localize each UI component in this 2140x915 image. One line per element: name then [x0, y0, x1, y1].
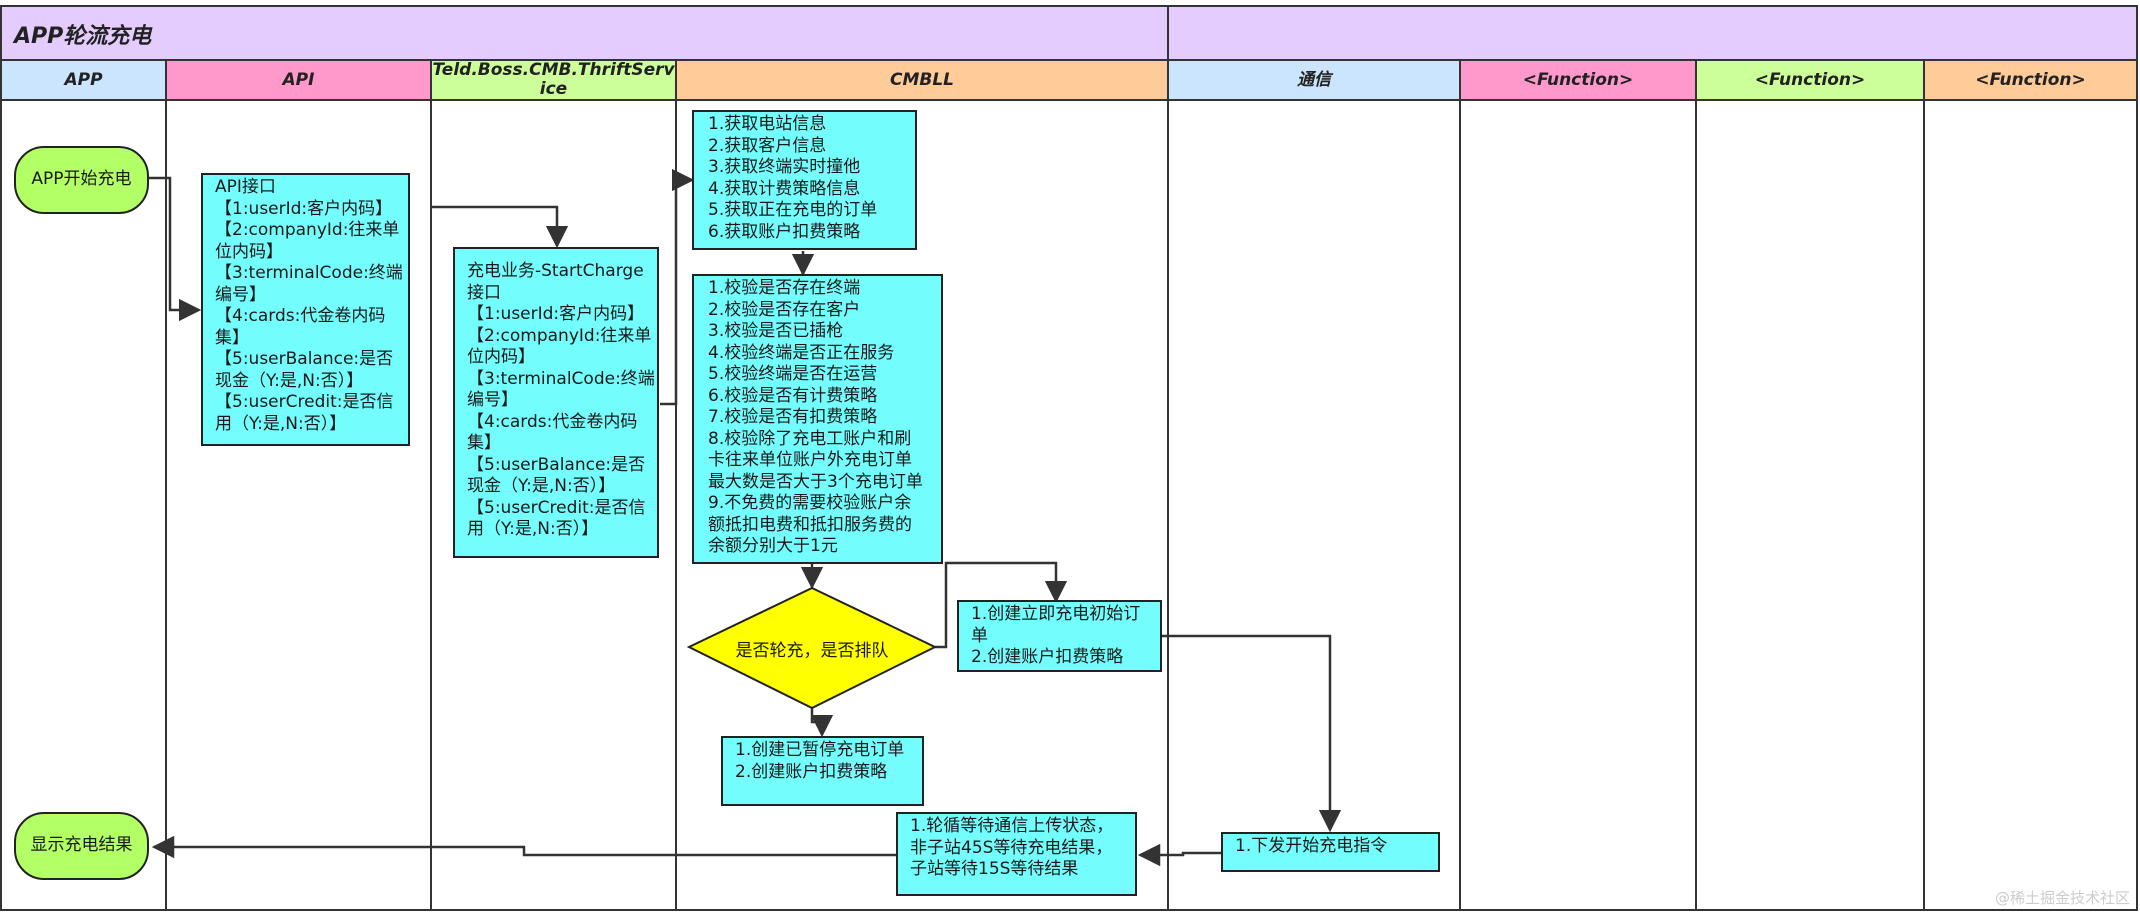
diagram-title: APP轮流充电	[14, 24, 152, 49]
lane-label-api: API	[282, 69, 315, 90]
title-bar-right	[1167, 5, 2138, 61]
box-line: 编号】	[215, 284, 266, 305]
box-line: 集】	[467, 433, 501, 453]
api-interface-box: API接口【1:userId:客户内码】【2:companyId:往来单位内码】…	[201, 173, 410, 446]
lane-label-thrift: Teld.Boss.CMB.ThriftServ ice	[432, 60, 675, 99]
edge-send-to-poll	[1137, 843, 1221, 867]
lane-label-cmbll: CMBLL	[889, 69, 954, 90]
box-line: 【3:terminalCode:终端	[215, 263, 403, 283]
edge-create-now-to-send	[1162, 634, 1342, 833]
connectors	[148, 168, 1342, 867]
box-line: 1.创建已暂停充电订单	[735, 740, 905, 760]
watermark: @稀土掘金技术社区	[1994, 889, 2130, 907]
lane-body-func2	[1695, 99, 1925, 911]
lane-header-func3	[1923, 59, 2138, 101]
box-line: 5.获取正在充电的订单	[708, 200, 878, 220]
box-line: API接口	[215, 177, 276, 197]
edge-poll-to-result	[151, 835, 896, 859]
box-line: 4.校验终端是否正在服务	[708, 342, 895, 363]
lane-headers	[0, 59, 2138, 101]
box-line: 1.创建立即充电初始订	[971, 604, 1141, 624]
box-line: 【1:userId:客户内码】	[215, 198, 393, 219]
box-line: 【5:userCredit:是否信	[215, 392, 394, 412]
box-line: 【5:userCredit:是否信	[467, 497, 646, 518]
box-line: 【2:companyId:往来单	[215, 220, 400, 240]
lane-header-func1	[1459, 59, 1697, 101]
box-line: 9.不免费的需要校验账户余	[708, 493, 912, 513]
box-line: 充电业务-StartCharge	[467, 261, 644, 281]
lane-body-comm	[1167, 99, 1461, 911]
box-line: 【4:cards:代金卷内码	[215, 306, 386, 326]
box-line: 2.获取客户信息	[708, 135, 827, 156]
lane-body-func1	[1459, 99, 1697, 911]
box-line: 用（Y:是,N:否）】	[215, 413, 347, 434]
box-line: 【5:userBalance:是否	[215, 349, 394, 369]
lane-header-api	[165, 59, 432, 101]
box-line: 位内码】	[467, 347, 535, 367]
edge-api-to-thrift	[432, 205, 569, 249]
box-line: 2.校验是否存在客户	[708, 299, 861, 320]
box-line: 【2:companyId:往来单	[467, 325, 652, 346]
box-line: 1.轮循等待通信上传状态，	[910, 816, 1114, 836]
box-line: 7.校验是否有扣费策略	[708, 407, 878, 427]
lane-label-func3: <Function>	[1975, 69, 2086, 90]
send-start-command-box: 1.下发开始充电指令	[1221, 832, 1440, 872]
box-line: 【3:terminalCode:终端	[467, 368, 655, 389]
lane-body-app	[0, 99, 167, 911]
box-line: 1.获取电站信息	[708, 114, 827, 134]
box-line: 【1:userId:客户内码】	[467, 304, 645, 324]
decision-label: 是否轮充，是否排队	[735, 641, 889, 661]
box-line: 1.下发开始充电指令	[1235, 836, 1388, 856]
box-line: 子站等待15S等待结果	[910, 859, 1079, 879]
edge-thrift-to-cmbll	[660, 168, 695, 406]
box-line: 额抵扣电费和抵扣服务费的	[708, 514, 912, 535]
lane-body-func3	[1923, 99, 2138, 911]
decision-diamond	[686, 586, 938, 710]
poll-status-box: 1.轮循等待通信上传状态，非子站45S等待充电结果，子站等待15S等待结果	[896, 812, 1137, 896]
box-line: 2.创建账户扣费策略	[735, 761, 888, 782]
box-line: 4.获取计费策略信息	[708, 178, 861, 199]
lane-label-func1: <Function>	[1522, 69, 1634, 90]
box-line: 3.校验是否已插枪	[708, 321, 844, 341]
lane-label-func2: <Function>	[1754, 69, 1866, 90]
lane-header-app	[0, 59, 167, 101]
box-line: 单	[971, 625, 988, 646]
lane-label-comm: 通信	[1297, 69, 1331, 90]
box-line: 6.获取账户扣费策略	[708, 221, 861, 242]
box-line: 最大数是否大于3个充电订单	[708, 471, 923, 492]
box-line: 用（Y:是,N:否）】	[467, 519, 599, 539]
edge-start-to-api	[148, 176, 202, 322]
edge-decision-to-create-now	[935, 561, 1068, 649]
box-line: 集】	[215, 327, 249, 348]
app-start-terminal: APP开始充电	[14, 146, 149, 214]
box-line: 现金（Y:是,N:否）】	[215, 370, 364, 391]
box-line: 卡往来单位账户外充电订单	[708, 450, 912, 470]
edge-decision-to-paused	[810, 708, 834, 738]
app-result-terminal: 显示充电结果	[14, 812, 149, 880]
box-line: 位内码】	[215, 241, 283, 262]
box-line: 8.校验除了充电工账户和刷	[708, 428, 912, 449]
box-line: 非子站45S等待充电结果，	[910, 837, 1113, 858]
box-line: 【4:cards:代金卷内码	[467, 411, 638, 432]
box-line: 3.获取终端实时撞他	[708, 157, 861, 177]
box-line: 接口	[467, 282, 501, 303]
box-line: 5.校验终端是否在运营	[708, 364, 878, 384]
box-line: 余额分别大于1元	[708, 536, 838, 556]
lane-label-app: APP	[64, 69, 103, 90]
box-line: 【5:userBalance:是否	[467, 454, 646, 475]
title-bar-left	[0, 5, 1169, 61]
box-line: 编号】	[467, 390, 518, 410]
box-line: 6.校验是否有计费策略	[708, 385, 878, 406]
box-line: 2.创建账户扣费策略	[971, 647, 1124, 667]
box-line: 现金（Y:是,N:否）】	[467, 476, 616, 496]
box-line: 1.校验是否存在终端	[708, 278, 861, 298]
